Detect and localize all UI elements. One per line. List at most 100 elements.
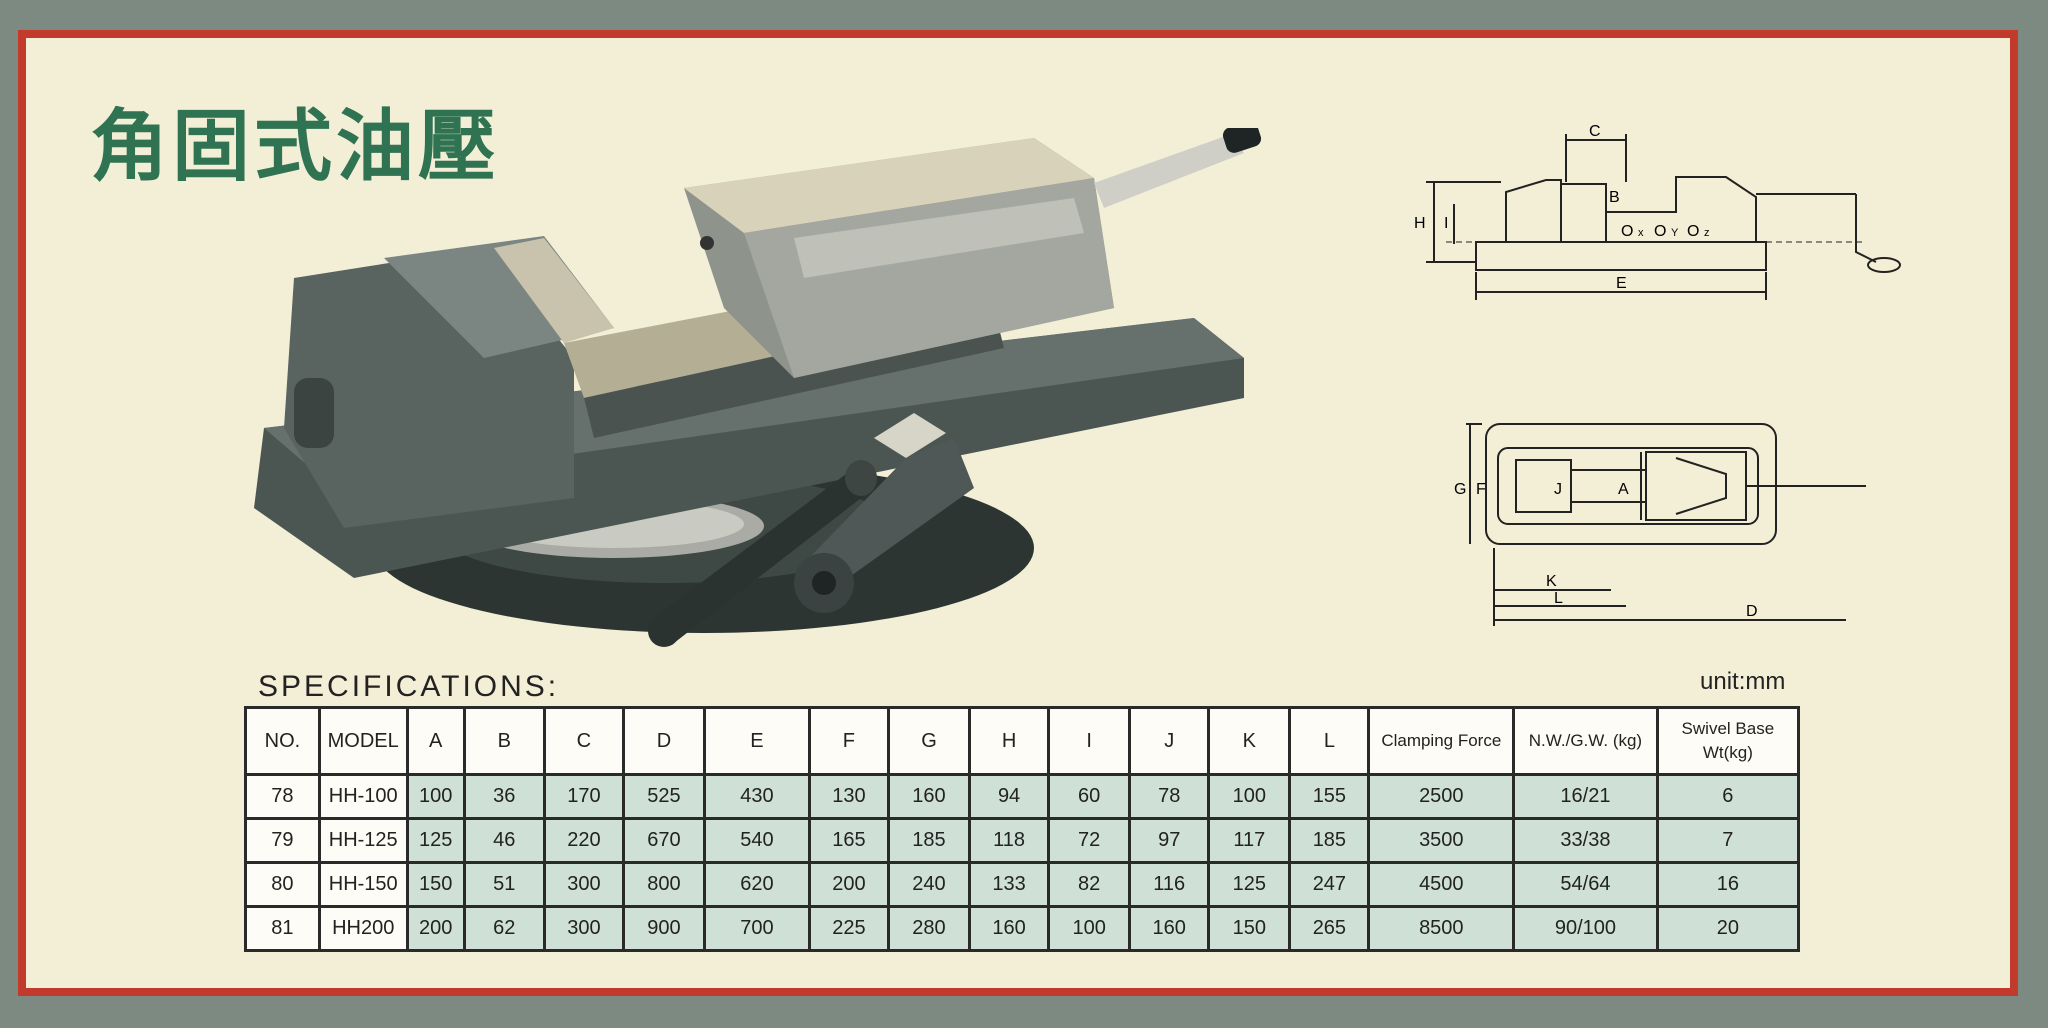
table-cell: 100 (1207, 773, 1292, 820)
column-header: D (621, 706, 706, 776)
dim-label-a: A (1618, 481, 1629, 498)
table-cell: 51 (462, 861, 546, 908)
dim-label-g: G (1454, 481, 1466, 498)
table-cell: HH-125 (317, 817, 409, 864)
table-cell: 150 (1207, 905, 1292, 952)
dim-label-o3: O (1687, 223, 1699, 240)
column-header: E (702, 706, 811, 776)
dim-label-j: J (1554, 481, 1562, 498)
dim-label-x: x (1638, 227, 1644, 239)
table-cell: 90/100 (1512, 905, 1659, 952)
table-cell: 6 (1655, 773, 1801, 820)
table-cell: 240 (886, 861, 971, 908)
column-header: J (1128, 706, 1211, 776)
table-cell: 185 (1288, 817, 1371, 864)
dim-label-c: C (1589, 123, 1601, 140)
specifications-table: NO. MODEL A B C D E F G H I J K L Clampi… (244, 706, 1801, 952)
table-cell: 94 (967, 773, 1051, 820)
table-cell: 300 (542, 905, 625, 952)
table-cell: 150 (405, 861, 466, 908)
dim-label-b: B (1609, 189, 1620, 206)
column-header: Clamping Force (1367, 706, 1516, 776)
plan-view-diagram: G F J A K L D (1454, 423, 1866, 626)
table-cell: 170 (542, 773, 625, 820)
column-header: K (1207, 706, 1292, 776)
column-header: L (1288, 706, 1371, 776)
table-cell: 280 (886, 905, 971, 952)
table-cell: 62 (462, 905, 546, 952)
table-cell: 200 (807, 861, 890, 908)
table-cell: 900 (621, 905, 706, 952)
table-cell: 97 (1128, 817, 1211, 864)
table-cell: 540 (702, 817, 811, 864)
dim-label-k: K (1546, 573, 1557, 590)
column-header: I (1047, 706, 1132, 776)
column-header: H (967, 706, 1051, 776)
column-header: B (462, 706, 546, 776)
table-cell: 16/21 (1512, 773, 1659, 820)
table-cell: HH-150 (317, 861, 409, 908)
table-cell: 300 (542, 861, 625, 908)
table-cell: 155 (1288, 773, 1371, 820)
table-cell: 7 (1655, 817, 1801, 864)
table-cell: 3500 (1367, 817, 1516, 864)
column-header: F (807, 706, 890, 776)
table-cell: 130 (807, 773, 890, 820)
table-cell: 125 (405, 817, 466, 864)
specifications-heading: SPECIFICATIONS: (258, 670, 560, 703)
dim-label-o2: O (1654, 223, 1666, 240)
dim-label-d: D (1746, 603, 1758, 620)
table-row: 78 HH-100 100 36 170 525 430 130 160 94 … (244, 773, 1801, 820)
column-header: NO. (244, 706, 321, 776)
table-cell: 225 (807, 905, 890, 952)
dim-label-l: L (1554, 590, 1563, 607)
table-cell: 54/64 (1512, 861, 1659, 908)
dim-label-e: E (1616, 275, 1627, 292)
table-cell: 20 (1655, 905, 1801, 952)
dim-label-h: H (1414, 215, 1426, 232)
column-header: G (886, 706, 971, 776)
table-cell: 36 (462, 773, 546, 820)
dim-label-f: F (1476, 481, 1486, 498)
table-cell: 46 (462, 817, 546, 864)
table-cell: 116 (1128, 861, 1211, 908)
column-header: Swivel Base Wt(kg) (1655, 706, 1801, 776)
side-view-diagram: C B H I O x O Y O z E (1414, 123, 1901, 300)
dim-label-z: z (1704, 227, 1710, 239)
table-cell: 100 (405, 773, 466, 820)
table-row: 81 HH200 200 62 300 900 700 225 280 160 … (244, 905, 1801, 952)
table-cell: 247 (1288, 861, 1371, 908)
table-cell: 160 (967, 905, 1051, 952)
product-title: 角固式油壓 (90, 102, 501, 192)
table-cell: 265 (1288, 905, 1371, 952)
table-cell: 8500 (1367, 905, 1516, 952)
column-header: C (542, 706, 625, 776)
table-cell: 82 (1047, 861, 1132, 908)
table-cell: 78 (1128, 773, 1211, 820)
table-cell: 620 (702, 861, 811, 908)
table-cell: 33/38 (1512, 817, 1659, 864)
table-cell: 200 (405, 905, 466, 952)
table-cell: 220 (542, 817, 625, 864)
table-cell: 160 (1128, 905, 1211, 952)
table-row: 79 HH-125 125 46 220 670 540 165 185 118… (244, 817, 1801, 864)
table-cell: 4500 (1367, 861, 1516, 908)
column-header: N.W./G.W. (kg) (1512, 706, 1659, 776)
table-cell: 165 (807, 817, 890, 864)
dim-label-i: I (1444, 215, 1448, 232)
table-cell: 117 (1207, 817, 1292, 864)
table-cell: 670 (621, 817, 706, 864)
table-cell: 60 (1047, 773, 1132, 820)
table-cell: 185 (886, 817, 971, 864)
table-cell: 79 (244, 817, 321, 864)
table-cell: 160 (886, 773, 971, 820)
table-cell: HH-100 (317, 773, 409, 820)
table-cell: 72 (1047, 817, 1132, 864)
column-header: MODEL (317, 706, 409, 776)
dim-label-y: Y (1671, 227, 1679, 239)
column-header: A (405, 706, 466, 776)
table-header-row: NO. MODEL A B C D E F G H I J K L Clampi… (244, 706, 1801, 776)
table-cell: 700 (702, 905, 811, 952)
table-cell: 100 (1047, 905, 1132, 952)
table-cell: 430 (702, 773, 811, 820)
